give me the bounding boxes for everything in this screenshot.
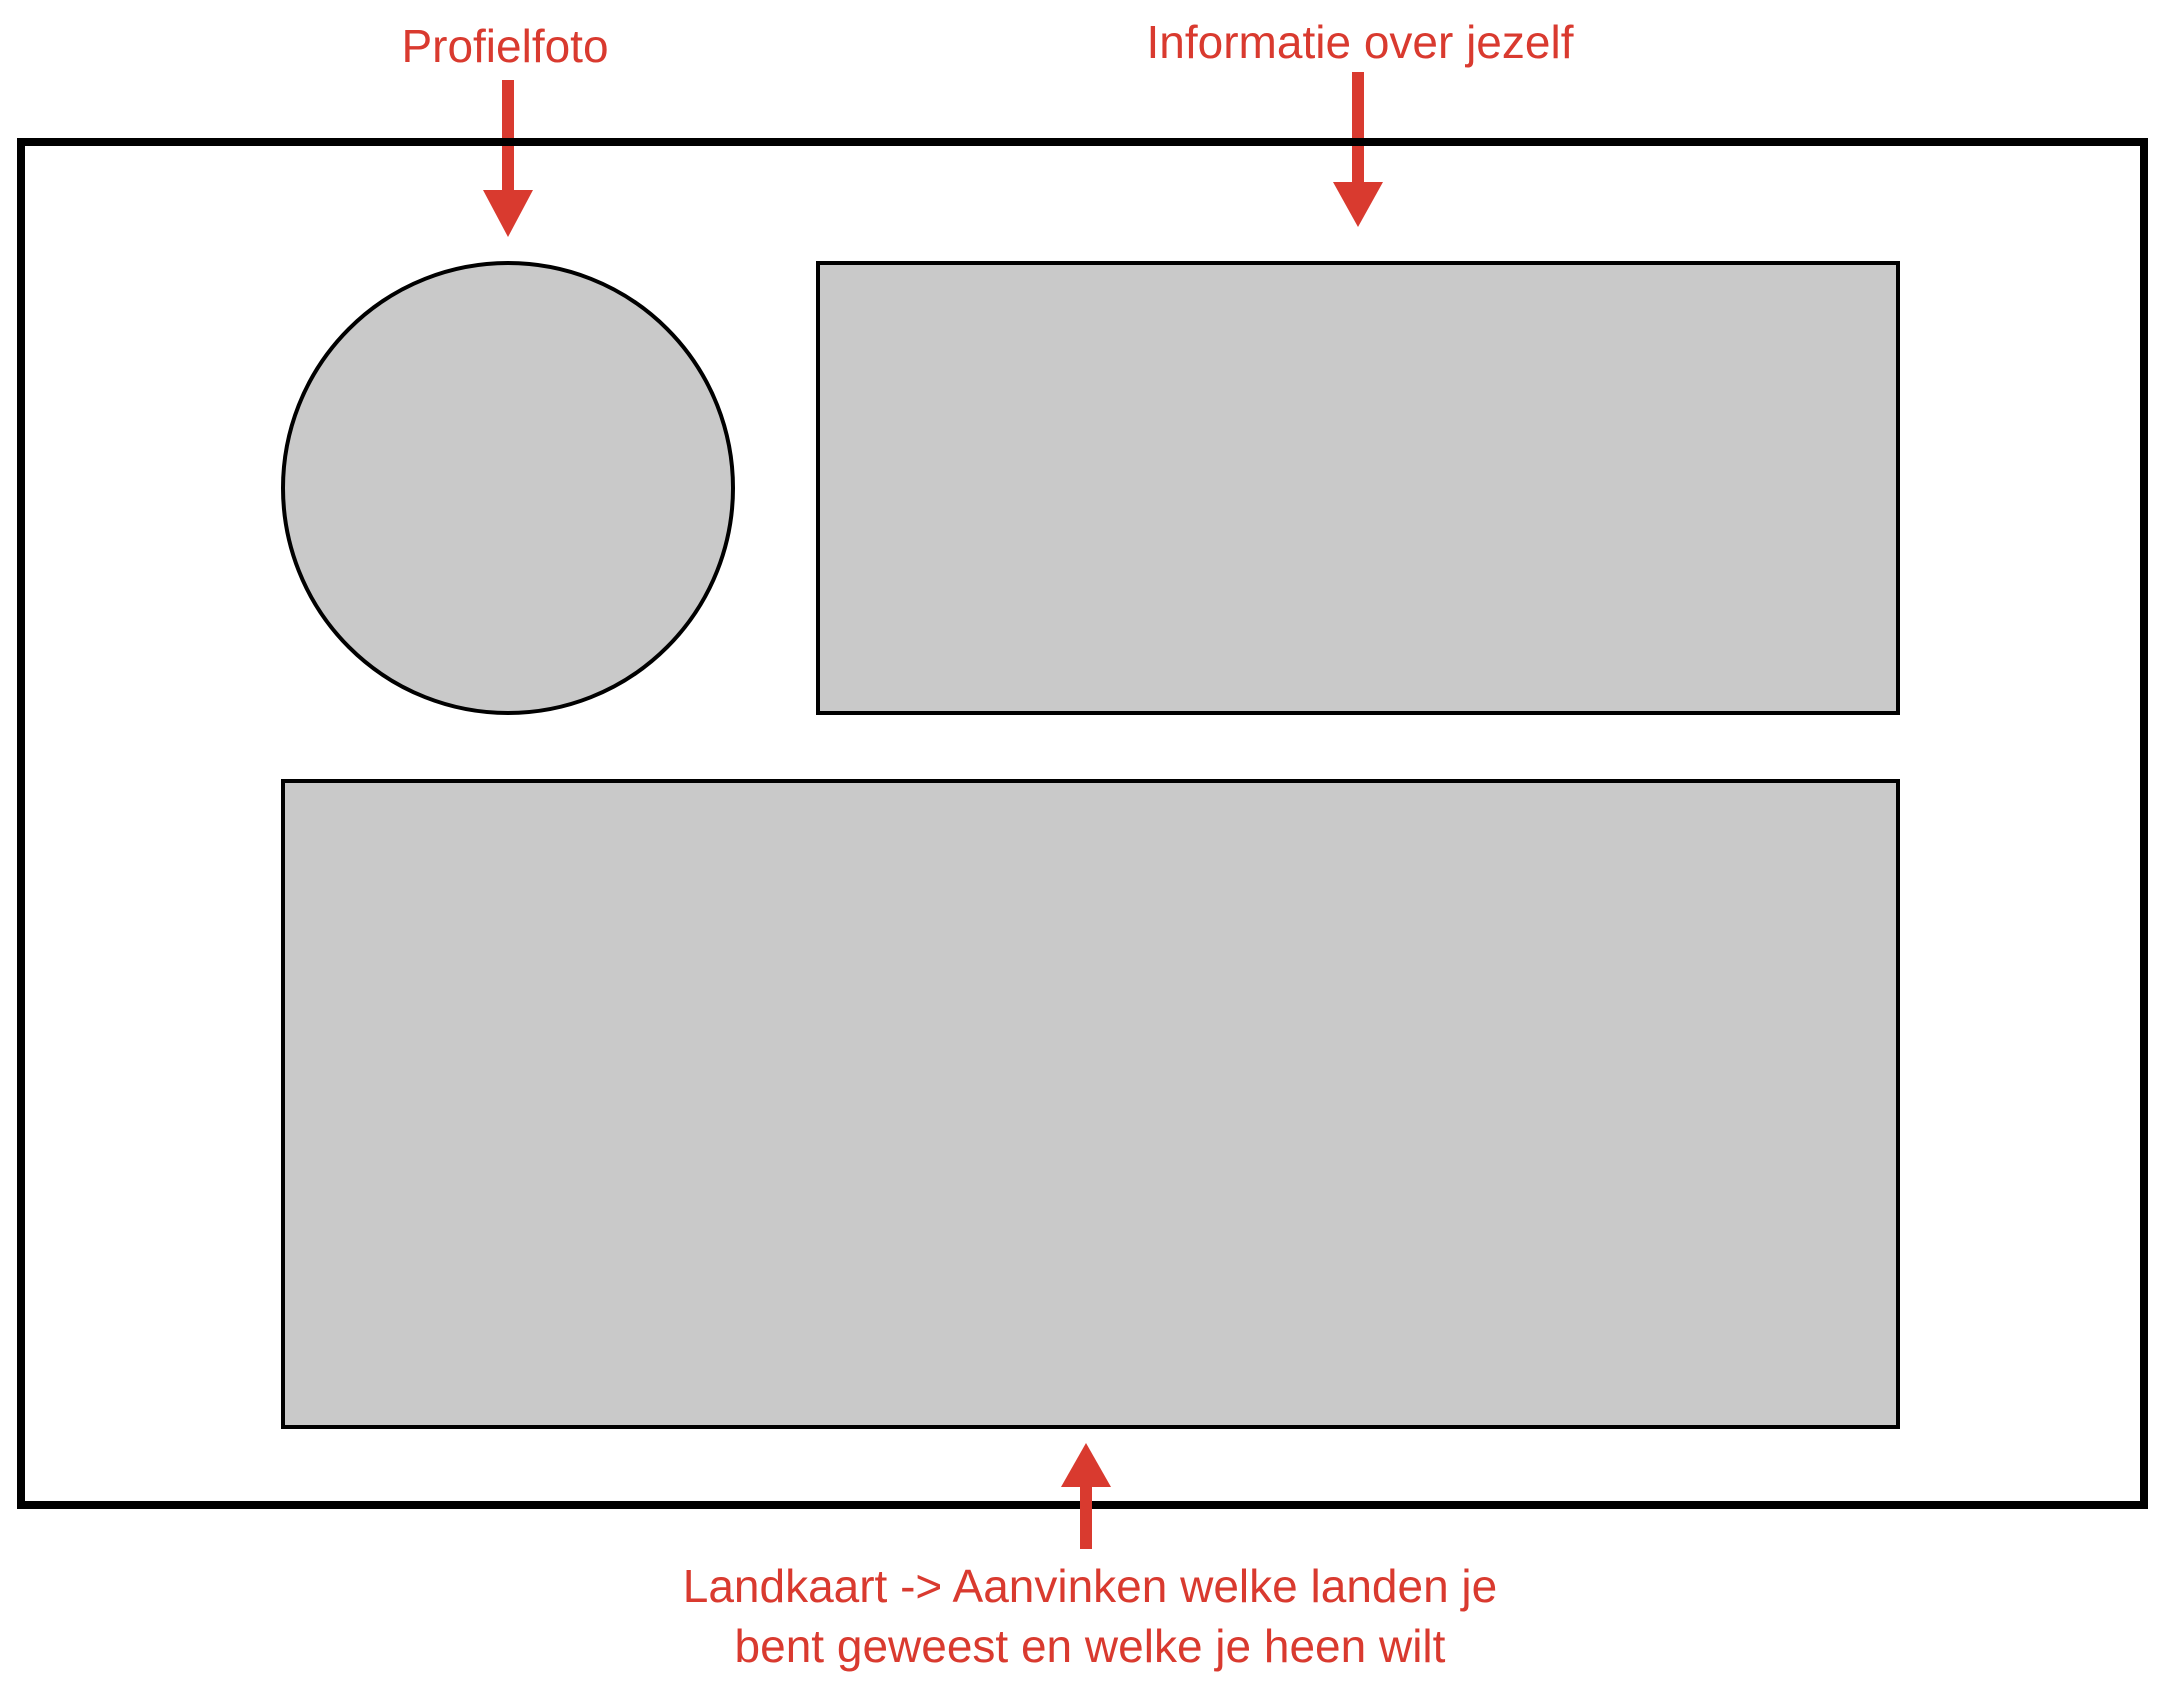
map-label-line-2: bent geweest en welke je heen wilt [734,1620,1446,1672]
info-label: Informatie over jezelf [1146,16,1574,68]
arrow-down-icon [1333,72,1383,227]
map-label: Landkaart -> Aanvinken welke landen je b… [580,1556,1600,1676]
info-placeholder [816,261,1900,715]
profile-photo-label: Profielfoto [401,20,609,72]
arrow-up-icon [1061,1443,1111,1549]
profile-photo-placeholder [281,261,735,715]
map-placeholder [281,779,1900,1429]
arrow-down-icon [483,80,533,237]
map-label-line-1: Landkaart -> Aanvinken welke landen je [682,1560,1498,1612]
